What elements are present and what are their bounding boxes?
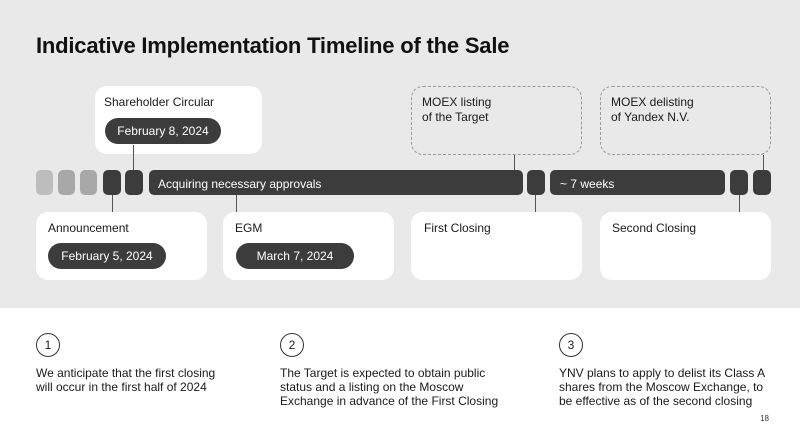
moex-delisting-card — [600, 86, 771, 155]
shareholder-circular-label: Shareholder Circular — [104, 95, 215, 109]
note-number: 1 — [36, 333, 60, 357]
moex-delisting-label: MOEX delisting of Yandex N.V. — [611, 95, 694, 124]
connector-circular — [133, 145, 134, 170]
connector-second-closing — [739, 195, 740, 212]
connector-announcement — [112, 195, 113, 212]
moex-listing-label: MOEX listing of the Target — [422, 95, 492, 124]
timeline-segment — [80, 170, 97, 195]
note-text: The Target is expected to obtain public … — [280, 366, 499, 408]
note-text: YNV plans to apply to delist its Class A… — [559, 366, 766, 408]
connector-moex-listing — [514, 155, 515, 170]
connector-egm — [236, 195, 237, 212]
moex-listing-card — [411, 86, 582, 155]
announcement-label: Announcement — [48, 221, 129, 235]
timeline-segment — [36, 170, 53, 195]
note-number: 3 — [559, 333, 583, 357]
weeks-bar — [550, 170, 725, 195]
first-closing-label: First Closing — [424, 221, 491, 235]
page-number: 18 — [760, 414, 769, 423]
second-closing-label: Second Closing — [612, 221, 697, 235]
timeline-segment — [125, 170, 143, 195]
first-closing-card — [411, 212, 582, 280]
weeks-bar-label: ~ 7 weeks — [560, 177, 615, 191]
second-closing-card — [600, 212, 771, 280]
timeline-segment — [527, 170, 545, 195]
approvals-bar-label: Acquiring necessary approvals — [158, 177, 322, 191]
announcement-date: February 5, 2024 — [48, 243, 166, 269]
connector-first-closing — [535, 195, 536, 212]
timeline-segment — [103, 170, 121, 195]
shareholder-circular-date: February 8, 2024 — [105, 118, 221, 144]
timeline-segment — [730, 170, 748, 195]
egm-date: March 7, 2024 — [236, 243, 354, 269]
note-number: 2 — [280, 333, 304, 357]
approvals-bar — [149, 170, 523, 195]
timeline-segment — [753, 170, 771, 195]
timeline-segment — [58, 170, 75, 195]
egm-label: EGM — [235, 221, 263, 235]
connector-moex-delisting — [763, 155, 764, 170]
note-text: We anticipate that the first closing wil… — [36, 366, 216, 394]
page-title: Indicative Implementation Timeline of th… — [36, 33, 510, 58]
